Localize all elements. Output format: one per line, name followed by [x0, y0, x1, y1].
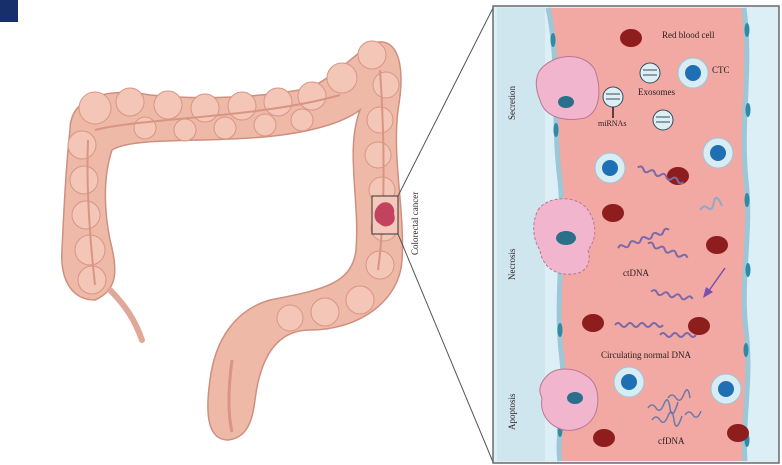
- exosome: [653, 110, 673, 130]
- ctc: [678, 58, 708, 88]
- secretion-tumor-cell: [536, 57, 599, 120]
- exosome: [640, 63, 660, 83]
- secretion-cell-nucleus: [558, 96, 574, 108]
- zoom-line-top: [398, 8, 493, 196]
- red-blood-cell-label: Red blood cell: [662, 30, 715, 40]
- red-blood-cell: [727, 424, 749, 442]
- circulating-normal-dna-label: Circulating normal DNA: [601, 350, 691, 360]
- exosomes-label: Exosomes: [638, 87, 675, 97]
- zoom-line-bottom: [398, 234, 493, 462]
- red-blood-cell: [620, 29, 642, 47]
- ctc: [703, 138, 733, 168]
- ctc: [711, 374, 741, 404]
- mirnas-label: miRNAs: [598, 119, 626, 128]
- secretion-label: Secretion: [507, 86, 517, 120]
- apoptosis-cell-nucleus: [567, 392, 583, 404]
- exosome: [603, 87, 623, 107]
- red-blood-cell: [688, 317, 710, 335]
- ctc-label: CTC: [712, 65, 730, 75]
- corner-mark: [0, 0, 18, 22]
- ctc: [614, 367, 644, 397]
- red-blood-cell: [582, 314, 604, 332]
- red-blood-cell: [593, 429, 615, 447]
- necrosis-label: Necrosis: [507, 248, 517, 280]
- ctc: [595, 153, 625, 183]
- ctdna-label: ctDNA: [623, 268, 649, 278]
- colon-illustration: [62, 41, 403, 440]
- cfdna-label: cfDNA: [658, 436, 685, 446]
- red-blood-cell: [602, 204, 624, 222]
- vessel-panel: Secretion Necrosis Apoptosis Red blood c…: [493, 6, 779, 463]
- colorectal-cancer-label: Colorectal cancer: [410, 192, 420, 255]
- apoptosis-label: Apoptosis: [507, 393, 517, 430]
- appendix: [110, 290, 142, 340]
- red-blood-cell: [706, 236, 728, 254]
- necrosis-cell-nucleus: [556, 231, 576, 245]
